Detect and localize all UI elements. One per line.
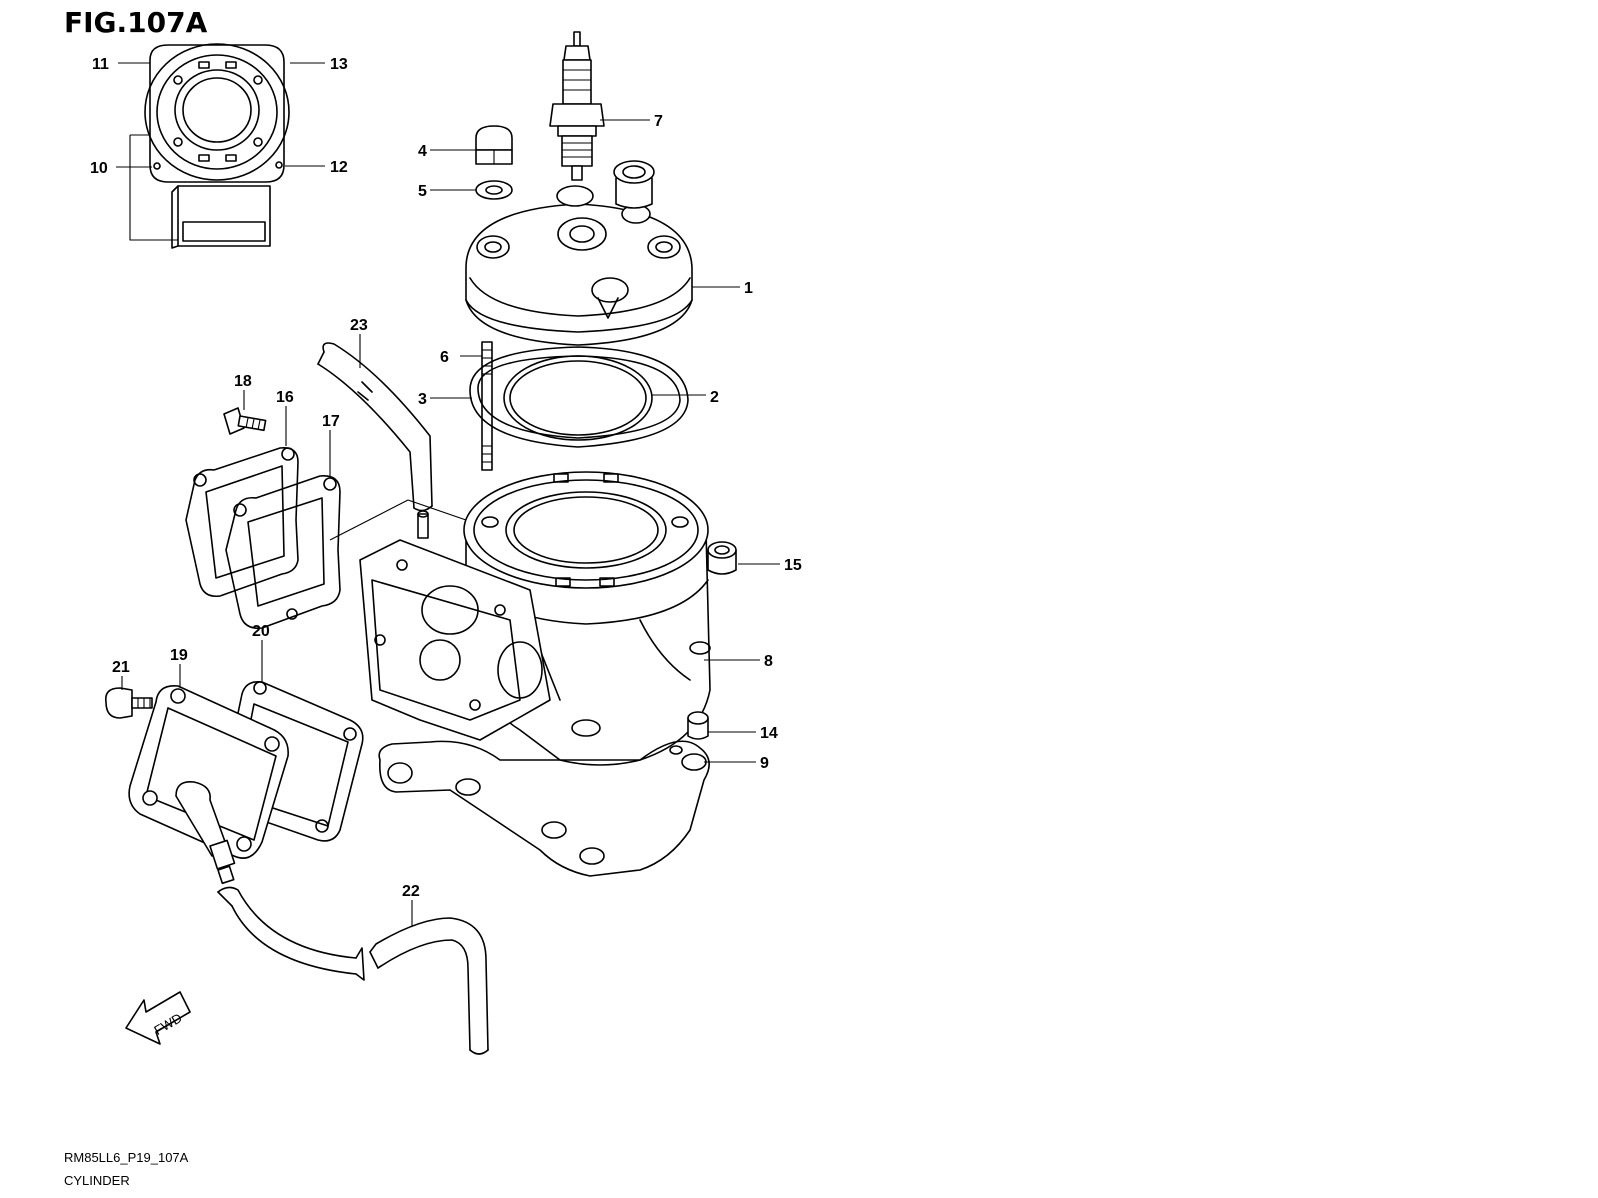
- dowel-pin: [687, 711, 709, 740]
- callout-2: 2: [710, 389, 719, 406]
- washer: [475, 180, 513, 200]
- callout-10: 10: [90, 160, 108, 177]
- callout-22: 22: [402, 883, 420, 900]
- figure-title: FIG.107A: [64, 6, 208, 39]
- reed-gasket-17: [225, 475, 341, 630]
- callout-12: 12: [330, 159, 348, 176]
- cylinder-body: [329, 471, 711, 766]
- bolt-18: [223, 407, 267, 435]
- callout-17: 17: [322, 413, 340, 430]
- figure-name: CYLINDER: [64, 1173, 130, 1188]
- breather-hose-22: [217, 886, 489, 1055]
- callout-15: 15: [784, 557, 802, 574]
- callout-4: 4: [418, 143, 427, 160]
- fwd-arrow: FWD: [125, 991, 191, 1045]
- callout-14: 14: [760, 725, 778, 742]
- callout-1: 1: [744, 280, 753, 297]
- flange-nut: [707, 541, 737, 575]
- callout-11: 11: [92, 56, 109, 73]
- leader-lines: [116, 62, 780, 926]
- callout-8: 8: [764, 653, 773, 670]
- callout-20: 20: [252, 623, 270, 640]
- callout-21: 21: [112, 659, 130, 676]
- cap-nut: [475, 125, 513, 165]
- bolt-21: [104, 687, 153, 719]
- head-gasket-inner: [503, 355, 653, 441]
- callout-6: 6: [440, 349, 449, 366]
- callouts: 1 2 3 4 5 6 7 8 9 10 11 12 13 14 15 16 1…: [90, 56, 802, 900]
- callout-19: 19: [170, 647, 188, 664]
- callout-16: 16: [276, 389, 294, 406]
- callout-7: 7: [654, 113, 663, 130]
- callout-23: 23: [350, 317, 368, 334]
- stud-bolt: [481, 341, 493, 471]
- reed-gasket-16: [185, 446, 299, 598]
- callout-9: 9: [760, 755, 769, 772]
- figure-ref-code: RM85LL6_P19_107A: [64, 1150, 189, 1165]
- callout-3: 3: [418, 391, 427, 408]
- cylinder-head: [465, 160, 693, 346]
- spark-plug: [549, 31, 605, 181]
- inset-head-detail: [129, 43, 290, 249]
- breather-hose-23: [317, 342, 433, 512]
- callout-13: 13: [330, 56, 348, 73]
- callout-18: 18: [234, 373, 252, 390]
- callout-5: 5: [418, 183, 427, 200]
- base-gasket: [378, 740, 710, 877]
- reed-cover: [128, 685, 289, 885]
- head-gasket-outer: [469, 346, 689, 448]
